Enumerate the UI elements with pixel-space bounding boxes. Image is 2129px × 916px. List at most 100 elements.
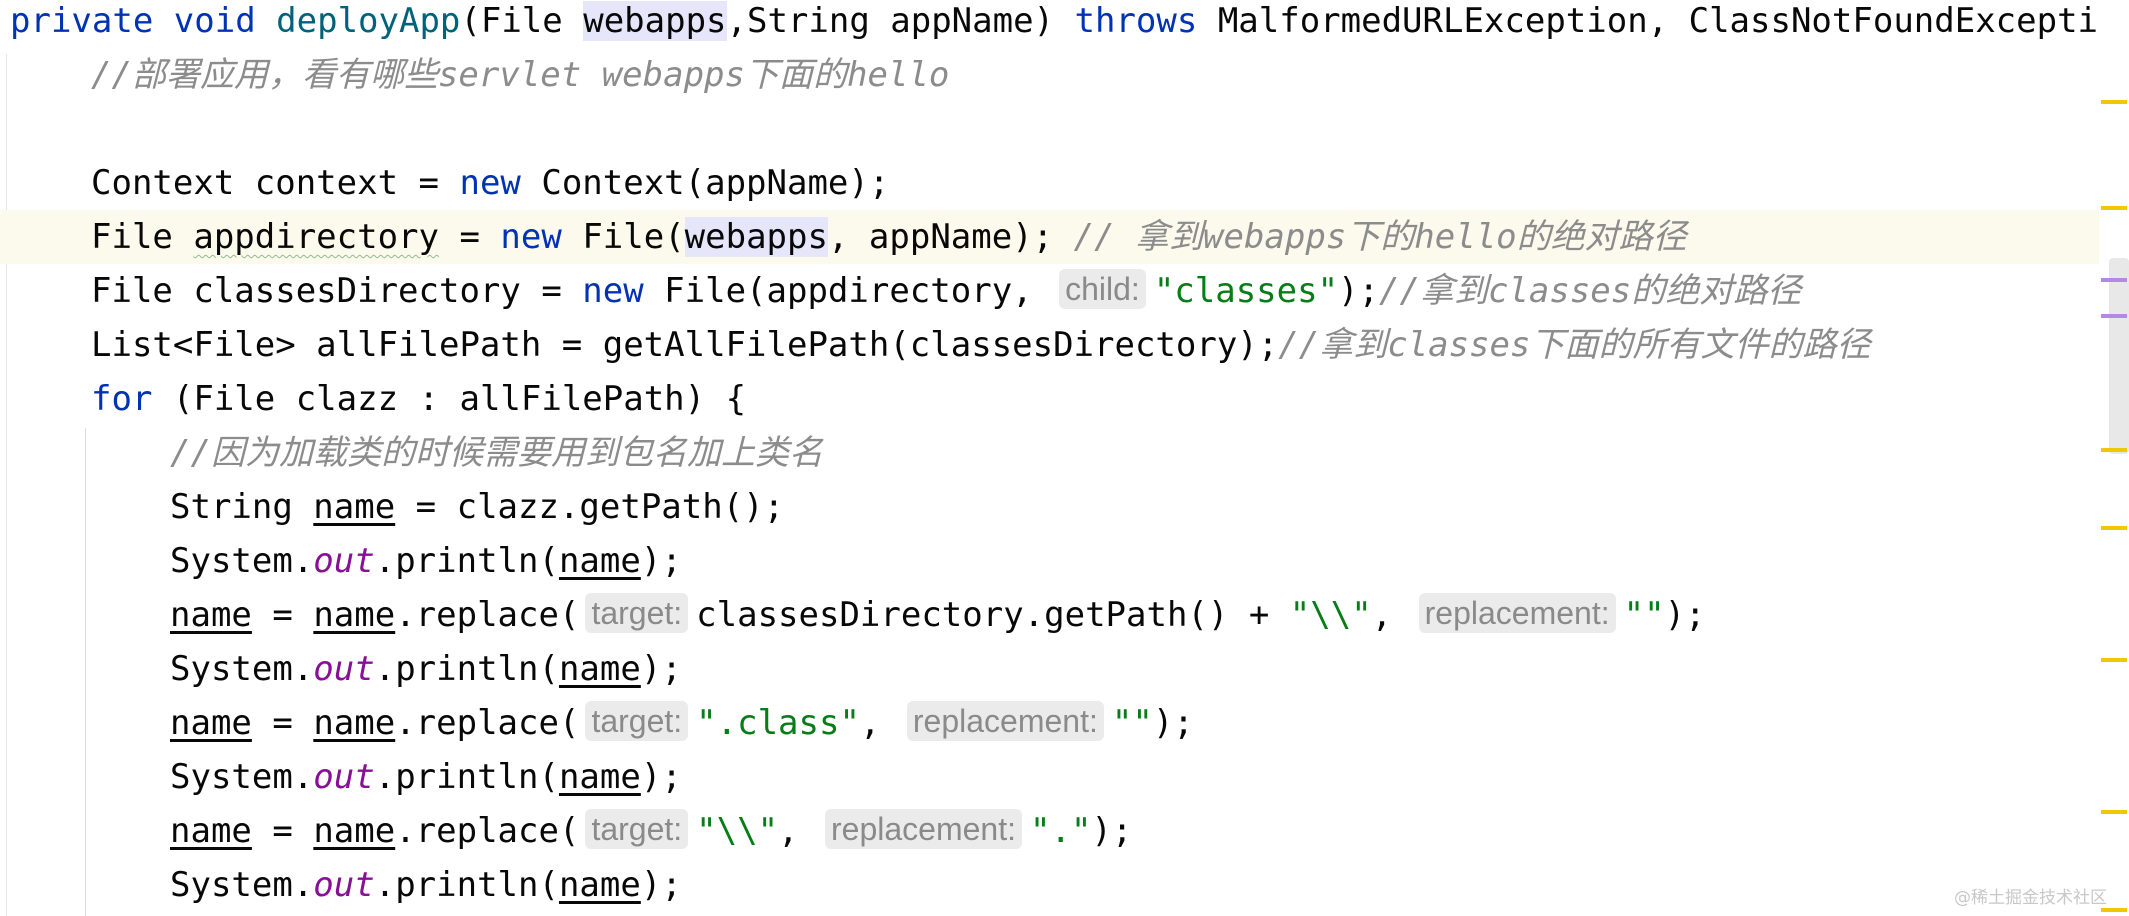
indent-guide-for-block: [85, 428, 86, 916]
code-line-println[interactable]: System.out.println(name);: [0, 858, 2100, 912]
code-line-println[interactable]: System.out.println(name);: [0, 642, 2100, 696]
code-text: .replace(: [395, 811, 580, 851]
warning-marker[interactable]: [2101, 810, 2127, 814]
code-text: = clazz.getPath();: [395, 487, 785, 527]
keyword: throws: [1074, 1, 1198, 41]
keyword: for: [91, 379, 153, 419]
variable-name: name: [170, 811, 252, 851]
warning-marker[interactable]: [2101, 908, 2127, 912]
code-text: (File: [460, 1, 584, 41]
variable-name: name: [313, 487, 396, 527]
code-text: =: [439, 217, 501, 257]
code-text: );: [640, 865, 682, 905]
highlighted-identifier: webapps: [583, 1, 727, 41]
code-line-replace-class[interactable]: name = name.replace(target:".class", rep…: [0, 696, 2100, 750]
static-field: out: [313, 865, 375, 905]
scrollbar-thumb[interactable]: [2109, 258, 2129, 454]
code-text: );: [1338, 271, 1379, 311]
code-line-replace-path[interactable]: name = name.replace(target:classesDirect…: [0, 588, 2100, 642]
variable-name: name: [558, 865, 641, 905]
code-line-appdirectory[interactable]: File appdirectory = new File(webapps, ap…: [0, 210, 2100, 264]
comment: //拿到classes下面的所有文件的路径: [1278, 325, 1871, 365]
highlighted-identifier: webapps: [684, 217, 828, 257]
code-text: ,: [778, 811, 799, 851]
variable-name: name: [313, 811, 396, 851]
highlight-marker[interactable]: [2101, 278, 2127, 282]
code-line-context[interactable]: Context context = new Context(appName);: [0, 156, 2100, 210]
code-line-println[interactable]: System.out.println(name);: [0, 750, 2100, 804]
code-line-replace-separator[interactable]: name = name.replace(target:"\\", replace…: [0, 804, 2100, 858]
code-text: =: [251, 595, 314, 635]
string-literal: "classes": [1153, 271, 1339, 311]
variable-name: name: [558, 757, 641, 797]
code-line-comment[interactable]: //因为加载类的时候需要用到包名加上类名: [0, 426, 2100, 480]
variable-name: name: [558, 649, 641, 689]
code-text: Context(appName);: [520, 163, 890, 203]
error-stripe-gutter[interactable]: [2099, 0, 2129, 916]
code-text: String: [170, 487, 314, 527]
parameter-hint: replacement:: [1418, 593, 1616, 633]
code-text: .replace(: [395, 703, 580, 743]
code-text: File classesDirectory =: [91, 271, 583, 311]
string-literal: "\\": [1289, 595, 1372, 635]
code-text: .println(: [374, 541, 559, 581]
parameter-hint: target:: [585, 701, 689, 741]
parameter-hint: child:: [1059, 269, 1146, 309]
code-line-for-loop[interactable]: for (File clazz : allFilePath) {: [0, 372, 2100, 426]
keyword: new: [459, 163, 521, 203]
keyword: new: [582, 271, 644, 311]
variable-name: name: [558, 541, 641, 581]
code-text: List<File> allFilePath = getAllFilePath(…: [91, 325, 1279, 365]
code-text: );: [1664, 595, 1706, 635]
code-text: .replace(: [395, 595, 580, 635]
warning-marker[interactable]: [2101, 206, 2127, 210]
code-text: MalformedURLException, ClassNotFoundExce…: [1197, 1, 2100, 41]
highlight-marker[interactable]: [2101, 314, 2127, 318]
variable-name: name: [170, 595, 252, 635]
code-text: System.: [170, 649, 314, 689]
code-line-classes-directory[interactable]: File classesDirectory = new File(appdire…: [0, 264, 2100, 318]
code-text: .println(: [374, 757, 559, 797]
code-text: );: [1152, 703, 1194, 743]
code-text: .println(: [374, 865, 559, 905]
code-line-method-signature[interactable]: private void deployApp(File webapps,Stri…: [0, 0, 2100, 48]
code-text: File(appdirectory,: [643, 271, 1054, 311]
variable-name: name: [313, 595, 396, 635]
code-text: );: [1091, 811, 1133, 851]
variable-name: name: [313, 703, 396, 743]
keyword: void: [173, 1, 256, 41]
warning-marker[interactable]: [2101, 100, 2127, 104]
code-text: System.: [170, 541, 314, 581]
static-field: out: [313, 649, 375, 689]
code-line-all-file-path[interactable]: List<File> allFilePath = getAllFilePath(…: [0, 318, 2100, 372]
warning-marker[interactable]: [2101, 526, 2127, 530]
code-line-string-name[interactable]: String name = clazz.getPath();: [0, 480, 2100, 534]
string-literal: ".class": [696, 703, 860, 743]
comment: //因为加载类的时候需要用到包名加上类名: [170, 433, 823, 473]
method-name: deployApp: [276, 1, 461, 41]
code-text: Context context =: [91, 163, 460, 203]
string-literal: "": [1623, 595, 1665, 635]
code-text: File: [91, 217, 194, 257]
code-text: );: [640, 541, 682, 581]
code-line-comment[interactable]: //部署应用，看有哪些servlet webapps下面的hello: [0, 48, 2100, 102]
code-text: =: [251, 703, 314, 743]
warning-marker[interactable]: [2101, 448, 2127, 452]
static-field: out: [313, 757, 375, 797]
comment: //部署应用，看有哪些servlet webapps下面的hello: [91, 55, 950, 95]
comment: //拿到classes的绝对路径: [1379, 271, 1802, 311]
code-text: ,: [859, 703, 881, 743]
code-text: , appName);: [827, 217, 1074, 257]
code-line-println[interactable]: System.out.println(name);: [0, 534, 2100, 588]
parameter-hint: replacement:: [906, 701, 1104, 741]
code-text: ,: [1371, 595, 1393, 635]
identifier-with-warning: appdirectory: [193, 217, 439, 257]
code-text: System.: [170, 865, 314, 905]
code-text: (File clazz : allFilePath) {: [152, 379, 747, 419]
code-text: =: [251, 811, 314, 851]
comment: // 拿到webapps下的hello的绝对路径: [1073, 217, 1687, 257]
code-text: System.: [170, 757, 314, 797]
warning-marker[interactable]: [2101, 658, 2127, 662]
variable-name: name: [170, 703, 252, 743]
